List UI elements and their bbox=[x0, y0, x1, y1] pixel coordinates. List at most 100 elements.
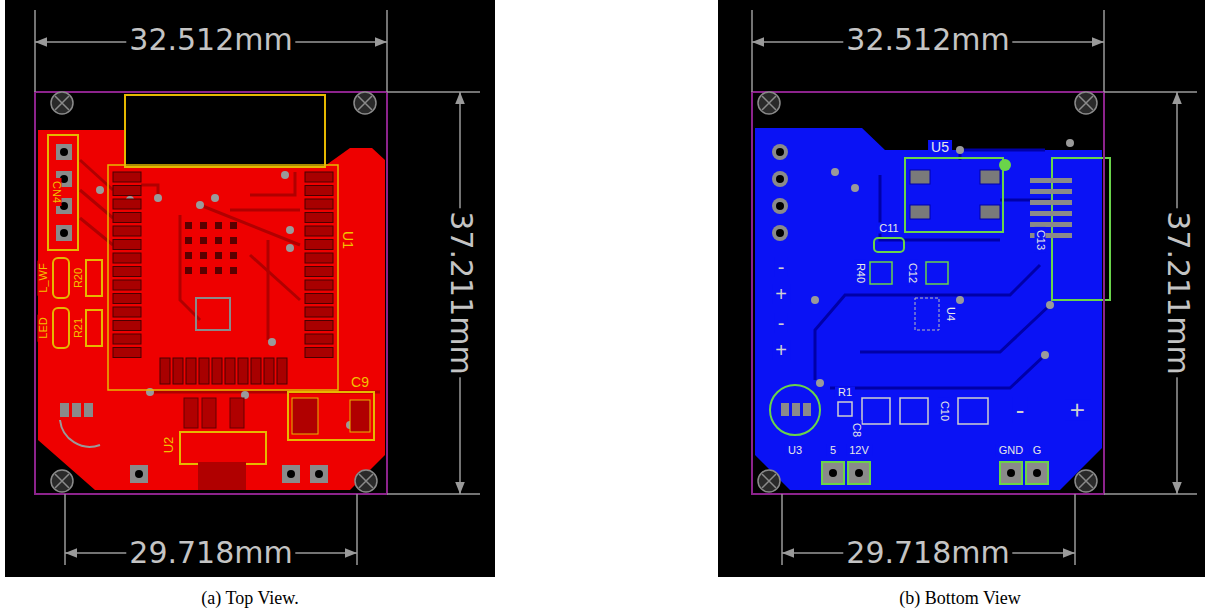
module-pad bbox=[212, 358, 222, 384]
mounting-hole bbox=[51, 92, 73, 114]
polarity-mark: + bbox=[772, 340, 790, 360]
module-pad bbox=[113, 213, 141, 223]
module-pad bbox=[305, 321, 333, 331]
thermal-via bbox=[185, 267, 192, 274]
header-outline bbox=[48, 135, 78, 250]
module-pad bbox=[113, 253, 141, 263]
led-outlines bbox=[53, 258, 102, 348]
connector-pad bbox=[1030, 189, 1072, 194]
module-pad bbox=[186, 358, 196, 384]
connector-pad bbox=[1030, 200, 1072, 205]
connector-pad bbox=[1030, 178, 1072, 183]
module-pad bbox=[305, 280, 333, 290]
mounting-hole bbox=[51, 470, 73, 492]
module-pad bbox=[305, 294, 333, 304]
board-outline bbox=[35, 92, 387, 494]
module-pad bbox=[113, 199, 141, 209]
via bbox=[286, 226, 294, 234]
hole-cross bbox=[762, 474, 776, 488]
thermal-via bbox=[200, 252, 207, 259]
capacitor-outline bbox=[288, 392, 374, 440]
dimension-lines bbox=[35, 10, 1197, 565]
silkscreen-label: R21 bbox=[73, 315, 84, 341]
thermal-via bbox=[230, 222, 237, 229]
dimension-text: 29.718mm bbox=[843, 538, 1012, 568]
regulator-tab bbox=[198, 462, 246, 490]
polarity-mark: - bbox=[1013, 397, 1028, 423]
silkscreen-label: C11 bbox=[876, 223, 901, 234]
regulator-outline bbox=[180, 432, 266, 464]
dimension-text: 32.512mm bbox=[126, 25, 295, 55]
mounting-hole bbox=[355, 470, 377, 492]
silkscreen-label: 12V bbox=[846, 445, 872, 456]
silkscreen-label: C12 bbox=[907, 260, 918, 286]
hole-cross bbox=[359, 474, 373, 488]
silkscreen-label: L_WF bbox=[38, 260, 49, 295]
panel-ground bbox=[5, 0, 495, 577]
capacitor-pad bbox=[350, 400, 370, 432]
module-pad bbox=[113, 334, 141, 344]
via bbox=[831, 168, 839, 176]
dimension-text: 29.718mm bbox=[126, 538, 295, 568]
module-pad bbox=[305, 199, 333, 209]
via bbox=[281, 171, 289, 179]
polarity-mark: - bbox=[775, 257, 788, 277]
subfigure-caption: (a) Top View. bbox=[198, 589, 301, 607]
mounting-hole bbox=[354, 92, 376, 114]
via bbox=[96, 186, 104, 194]
via bbox=[1046, 301, 1054, 309]
hole-cross bbox=[1079, 96, 1093, 110]
via bbox=[286, 244, 294, 252]
silkscreen-label: C13 bbox=[1035, 227, 1046, 253]
module-pad bbox=[305, 253, 333, 263]
module-pad bbox=[113, 267, 141, 277]
connector-pad bbox=[1030, 211, 1072, 216]
module-pad bbox=[113, 294, 141, 304]
mounting-hole bbox=[758, 470, 780, 492]
capacitor-pad bbox=[292, 398, 318, 434]
antenna-outline bbox=[125, 95, 325, 167]
via bbox=[211, 194, 219, 202]
module-pad bbox=[113, 280, 141, 290]
smd-pads bbox=[184, 398, 244, 428]
via bbox=[811, 296, 819, 304]
module-pad bbox=[305, 172, 333, 182]
ic-outline bbox=[915, 298, 939, 330]
via bbox=[956, 296, 964, 304]
module-pad bbox=[225, 358, 235, 384]
silkscreen-label: U3 bbox=[785, 445, 805, 456]
pad-hole bbox=[776, 229, 784, 237]
header-pad bbox=[772, 144, 788, 160]
module-outline bbox=[108, 165, 338, 390]
subfigure-caption: (b) Bottom View bbox=[896, 589, 1024, 607]
module-pad bbox=[305, 226, 333, 236]
capacitor-outline bbox=[874, 238, 904, 252]
thermal-pad bbox=[196, 298, 230, 330]
pad-hole bbox=[776, 202, 784, 210]
polarity-mark: + bbox=[772, 284, 790, 304]
pad-hole bbox=[776, 148, 784, 156]
via bbox=[154, 194, 162, 202]
module-pad bbox=[113, 226, 141, 236]
copper-pour bbox=[38, 130, 385, 490]
panel-ground bbox=[718, 0, 1205, 577]
silkscreen-label: CN4 bbox=[51, 178, 62, 206]
pad-holes bbox=[135, 470, 323, 478]
module-pad bbox=[305, 348, 333, 358]
header-pad bbox=[772, 225, 788, 241]
module-pad bbox=[238, 358, 248, 384]
pad-hole bbox=[60, 148, 68, 156]
via bbox=[196, 201, 204, 209]
via bbox=[268, 338, 276, 346]
silkscreen-label: G bbox=[1030, 445, 1045, 456]
via bbox=[956, 146, 964, 154]
module-pad bbox=[199, 358, 209, 384]
silkscreen-label: C9 bbox=[348, 375, 372, 389]
dimension-text: 32.512mm bbox=[843, 25, 1012, 55]
module-pad bbox=[277, 358, 287, 384]
thermal-via bbox=[200, 222, 207, 229]
thermal-via bbox=[200, 267, 207, 274]
mounting-holes bbox=[51, 92, 1097, 492]
pin1-mark bbox=[999, 159, 1011, 171]
